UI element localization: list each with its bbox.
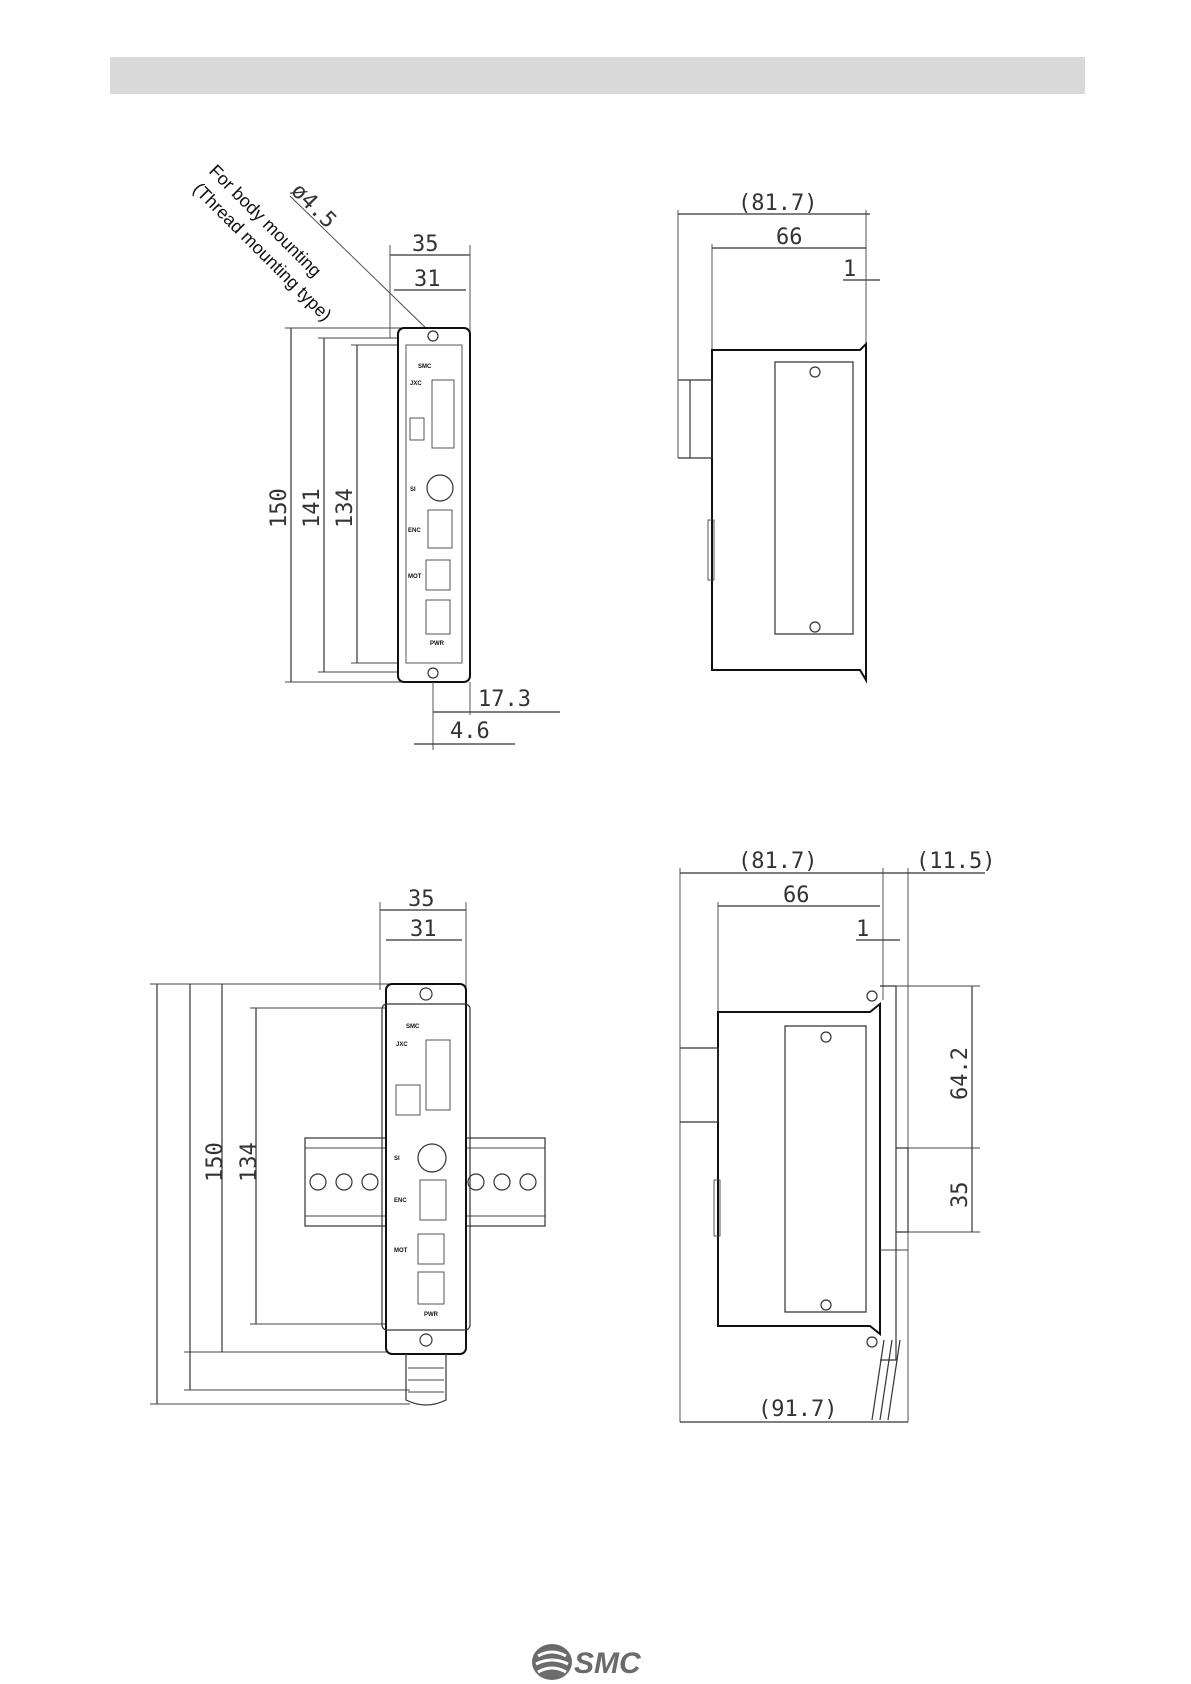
- hole-dia-label: ø4.5: [286, 179, 341, 234]
- side-view-din-mount: (81.7) (11.5) 66 1 64.2 35 (91.7): [680, 849, 995, 1422]
- dim-134-bottom: 134: [237, 1142, 262, 1182]
- dim-11-5: (11.5): [916, 849, 995, 874]
- dim-66-top: 66: [776, 225, 803, 250]
- bracket: [880, 986, 896, 1360]
- dim-64-2: 64.2: [948, 1047, 973, 1100]
- dim-31-bottom: 31: [410, 917, 437, 942]
- dim-81-7-bottom: (81.7): [738, 849, 817, 874]
- controller-body-top: [398, 328, 470, 682]
- side-body-bottom: [718, 1004, 880, 1334]
- dim-1-top: 1: [843, 257, 856, 282]
- din-clip-bottom: [680, 1048, 718, 1122]
- model-label-b: JXC: [396, 1042, 408, 1048]
- controller-body-bottom: [386, 984, 466, 1354]
- pwr-label: PWR: [430, 641, 445, 647]
- cable: [406, 1354, 446, 1405]
- smc-logo: SMC: [530, 1640, 660, 1684]
- dim-150: 150: [267, 488, 292, 528]
- dim-1-bottom: 1: [856, 917, 869, 942]
- dim-91-7: (91.7): [758, 1397, 837, 1422]
- dim-4-6: 4.6: [450, 719, 490, 744]
- dim-35-bottom: 35: [408, 887, 435, 912]
- dim-17-3: 17.3: [478, 687, 531, 712]
- dim-35-side: 35: [948, 1182, 973, 1209]
- si-label: SI: [410, 487, 416, 493]
- brand-label-b: SMC: [406, 1024, 420, 1030]
- side-body-top: [712, 344, 866, 680]
- dim-150-bottom: 150: [203, 1142, 228, 1182]
- model-label: JXC: [410, 381, 422, 387]
- dim-66-bottom: 66: [783, 883, 810, 908]
- side-view-thread-mount: (81.7) 66 1: [678, 191, 880, 680]
- dim-81-7-top: (81.7): [738, 191, 817, 216]
- enc-label-b: ENC: [394, 1198, 407, 1204]
- smc-logo-text: SMC: [574, 1647, 642, 1680]
- pwr-label-b: PWR: [424, 1312, 439, 1318]
- enc-label: ENC: [408, 528, 421, 534]
- mot-label-b: MOT: [394, 1248, 408, 1254]
- dim-141: 141: [300, 488, 325, 528]
- dim-134: 134: [333, 488, 358, 528]
- din-clip-top: [678, 380, 712, 458]
- mot-label: MOT: [408, 574, 422, 580]
- brand-label: SMC: [418, 364, 432, 370]
- rail-section: [896, 1148, 908, 1232]
- dim-35: 35: [412, 232, 439, 257]
- si-label-b: SI: [394, 1156, 400, 1162]
- dim-31: 31: [414, 267, 441, 292]
- front-view-thread-mount: For body mounting (Thread mounting type)…: [189, 161, 560, 750]
- front-view-din-mount: 35 31 150 134 SMC JXC: [150, 887, 545, 1405]
